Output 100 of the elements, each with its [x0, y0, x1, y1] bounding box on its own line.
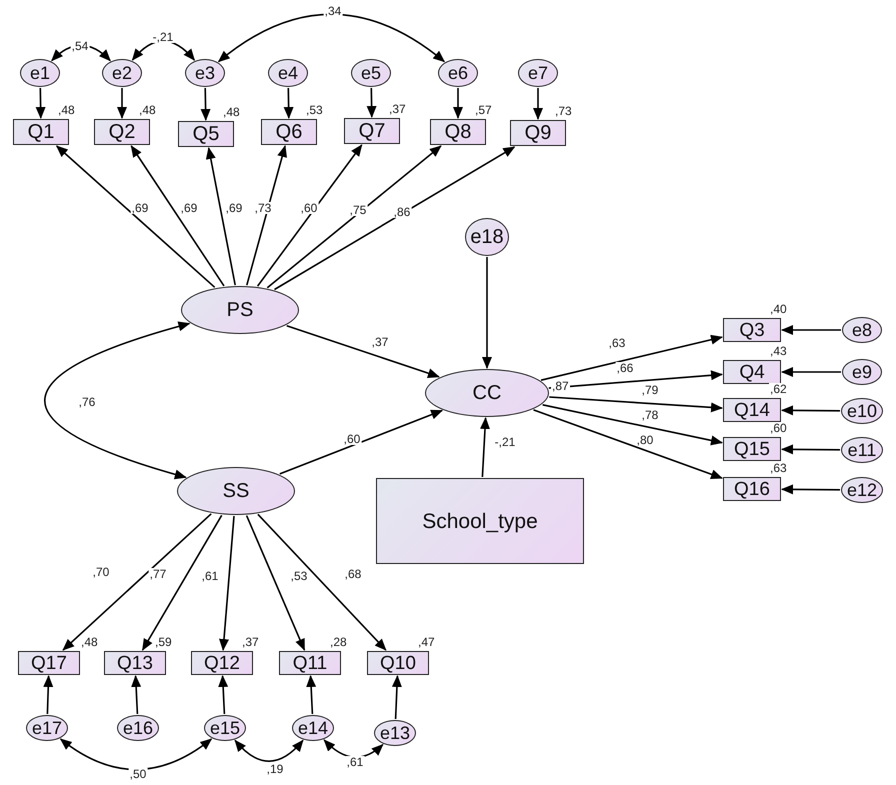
arrow	[56, 145, 216, 288]
node-label: CC	[472, 383, 502, 403]
arrow	[200, 88, 211, 121]
double-headed-arrow	[234, 740, 304, 762]
edge-label: ,75	[348, 204, 368, 216]
arrow	[206, 147, 236, 286]
node-label: e5	[360, 64, 382, 82]
r-squared-value: ,60	[769, 422, 788, 434]
node-label: Q3	[739, 320, 765, 340]
arrow	[246, 145, 287, 286]
variable-box	[723, 360, 781, 384]
arrow	[548, 370, 723, 389]
node-label: e13	[380, 724, 410, 742]
node-label: Q2	[108, 122, 136, 142]
arrow	[257, 514, 386, 651]
edge-label: ,53	[290, 570, 308, 582]
r-squared-value: ,43	[769, 345, 788, 357]
error-circle	[117, 715, 159, 741]
edge-label: ,86	[392, 206, 412, 218]
double-headed-arrow	[60, 738, 212, 770]
error-circle	[204, 715, 246, 741]
double-headed-arrow	[44, 322, 190, 479]
node-label: Q16	[734, 480, 770, 498]
edge-label: ,66	[616, 362, 634, 374]
variable-box	[104, 651, 166, 675]
arrow	[453, 88, 463, 119]
node-label: Q12	[204, 654, 240, 672]
edge-label: ,70	[92, 566, 110, 578]
error-circle	[438, 59, 478, 87]
edge-label: ,50	[128, 768, 148, 780]
node-label: Q11	[292, 654, 328, 672]
variable-box	[13, 119, 69, 145]
error-circle	[842, 317, 882, 343]
edge-label: ,68	[344, 568, 362, 580]
variable-box	[723, 318, 781, 342]
edge-label: ,80	[636, 434, 654, 446]
arrow	[218, 675, 228, 714]
arrow	[781, 484, 840, 494]
r-squared-value: ,48	[138, 104, 157, 116]
r-squared-value: ,62	[769, 383, 788, 395]
arrow	[219, 516, 235, 651]
arrow	[142, 514, 222, 651]
arrow	[542, 404, 723, 446]
error-circle	[185, 59, 225, 87]
arrow	[781, 325, 841, 335]
double-headed-arrow	[218, 14, 446, 62]
node-label: Q9	[524, 123, 552, 143]
variable-box	[178, 121, 234, 147]
node-label: e9	[852, 363, 872, 381]
error-circle	[518, 59, 558, 87]
node-label: Q14	[734, 400, 770, 420]
arrow	[36, 88, 46, 119]
edge-label: ,63	[608, 337, 626, 349]
arrow	[482, 257, 492, 369]
arrow	[246, 515, 306, 651]
node-label: e11	[848, 441, 876, 459]
arrow	[781, 444, 840, 454]
variable-box	[344, 118, 400, 144]
error-circle	[26, 715, 68, 741]
edge-label: ,76	[78, 396, 96, 408]
edge-label: -,21	[494, 436, 516, 448]
edge-label: ,69	[224, 202, 244, 214]
r-squared-value: ,48	[80, 636, 99, 648]
edge-label: -,21	[152, 31, 174, 43]
edge-label: ,69	[130, 202, 150, 214]
r-squared-value: ,53	[305, 104, 324, 116]
latent-ellipse	[425, 369, 549, 417]
edge-label: ,61	[346, 756, 364, 768]
variable-box	[723, 477, 781, 501]
error-circle	[351, 59, 391, 87]
error-circle	[841, 477, 883, 503]
node-label: e18	[470, 227, 504, 247]
error-circle	[20, 59, 60, 87]
error-circle	[841, 398, 883, 424]
node-label: e12	[846, 481, 878, 499]
r-squared-value: ,28	[329, 636, 348, 648]
node-label: Q10	[380, 654, 416, 672]
variable-box	[191, 651, 253, 675]
node-label: e2	[112, 64, 132, 82]
edge-label: ,69	[180, 202, 198, 214]
arrow	[117, 88, 127, 119]
error-circle	[841, 437, 883, 463]
arrow	[366, 88, 377, 118]
node-label: e14	[298, 719, 328, 737]
latent-ellipse	[181, 286, 299, 334]
r-squared-value: ,48	[222, 106, 241, 118]
arrow	[131, 675, 142, 714]
arrow	[284, 88, 294, 119]
node-label: e15	[210, 719, 240, 737]
variable-box	[367, 651, 429, 675]
edge-label: ,61	[200, 570, 220, 582]
variable-box	[510, 120, 566, 146]
variable-box	[94, 119, 150, 145]
edge-label: ,78	[640, 409, 660, 421]
node-label: Q8	[444, 122, 472, 142]
edge-label: ,19	[266, 763, 284, 775]
r-squared-value: ,47	[417, 636, 436, 648]
r-squared-value: ,57	[474, 104, 493, 116]
latent-ellipse	[177, 467, 295, 515]
arrow	[533, 88, 543, 120]
